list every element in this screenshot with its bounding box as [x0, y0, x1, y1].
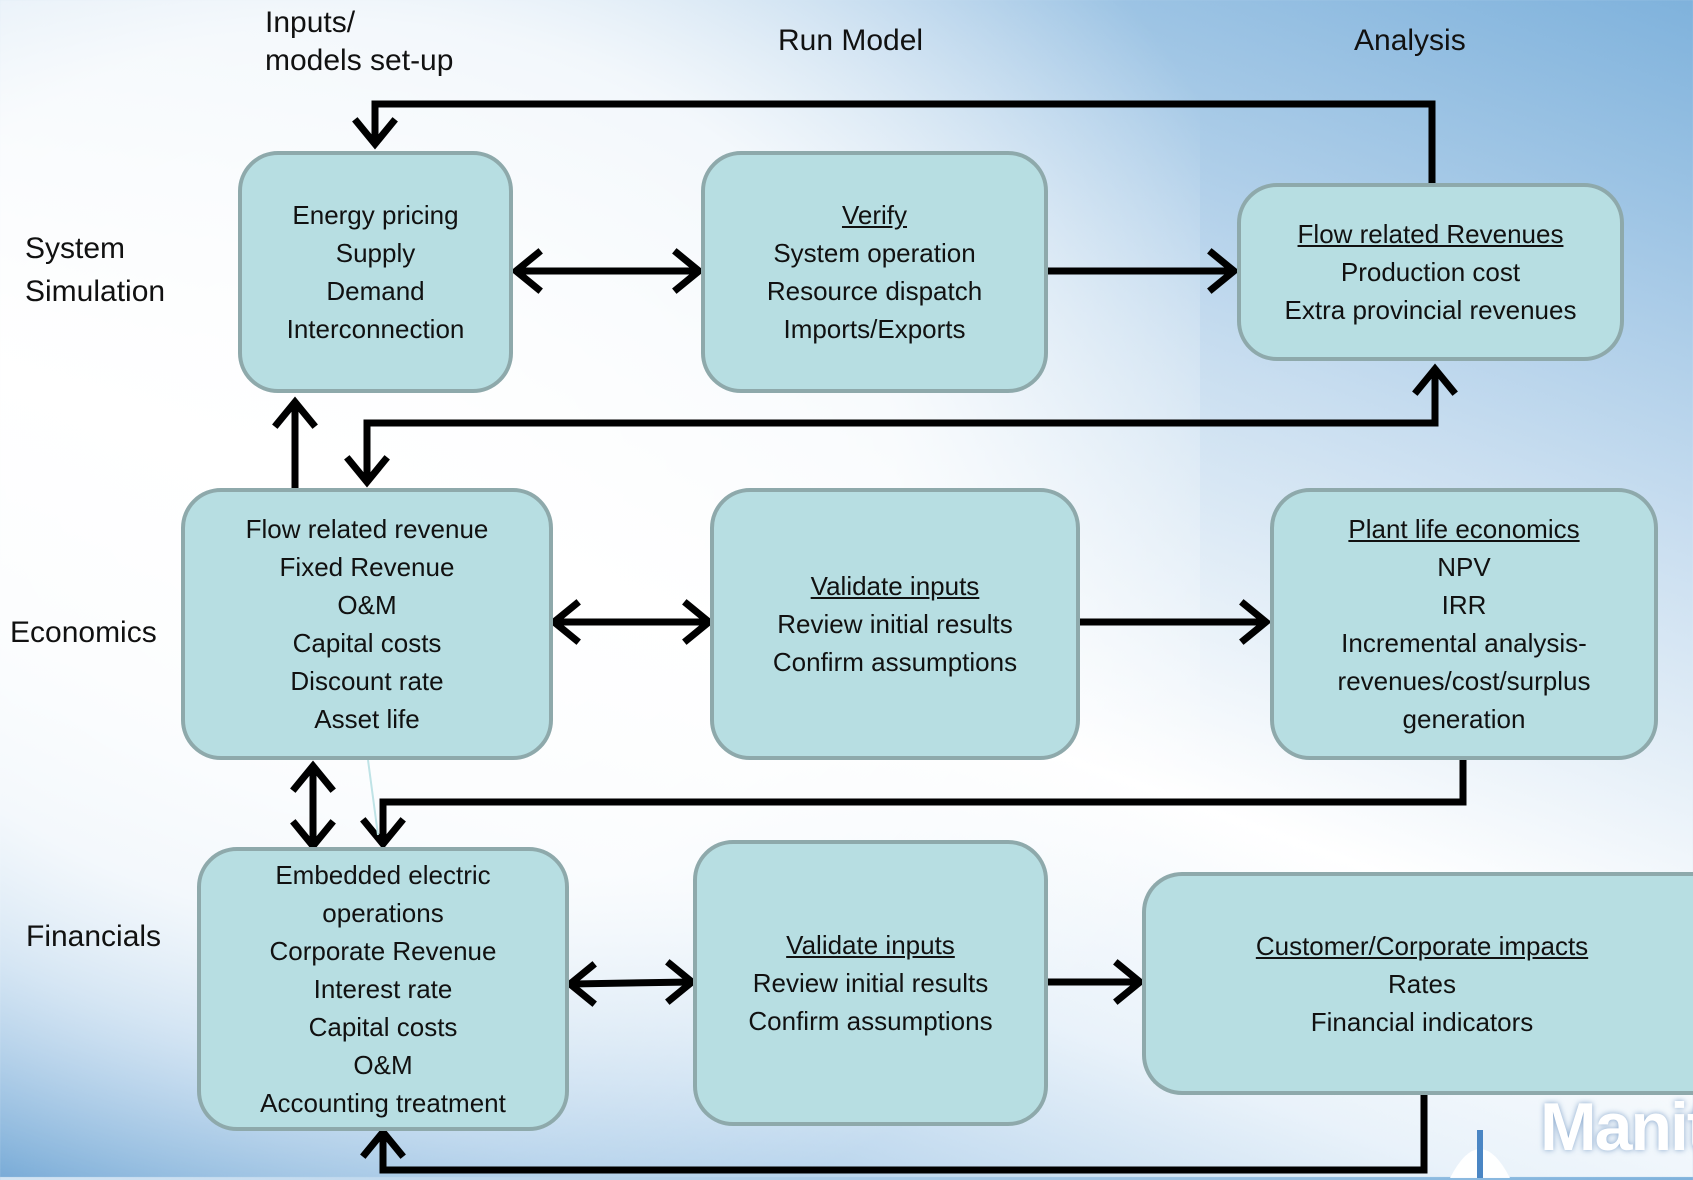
box-line: System operation	[773, 238, 976, 268]
box-line: Confirm assumptions	[748, 1006, 993, 1036]
box-line: O&M	[353, 1050, 413, 1080]
box-title: Validate inputs	[810, 571, 980, 601]
column-header-inputs: Inputs/ models set-up	[265, 4, 453, 80]
box-line: Extra provincial revenues	[1284, 295, 1577, 325]
box-eco-plant-life: Plant life economics NPV IRR Incremental…	[1270, 488, 1658, 760]
box-line: Demand	[326, 276, 425, 306]
box-line: Confirm assumptions	[772, 647, 1018, 677]
box-line: Rates	[1388, 968, 1456, 999]
box-sys-flow-revenues: Flow related Revenues Production cost Ex…	[1237, 183, 1624, 361]
box-line: Production cost	[1340, 257, 1521, 287]
box-eco-inputs: Flow related revenue Fixed Revenue O&M C…	[181, 488, 553, 760]
box-line: Resource dispatch	[766, 276, 983, 306]
box-fin-customer-impacts: Customer/Corporate impacts Rates Financi…	[1142, 872, 1693, 1095]
box-line: Review initial results	[752, 968, 989, 998]
row-header-system-line2: Simulation	[25, 275, 166, 308]
box-line: Capital costs	[292, 628, 442, 658]
box-line: Accounting treatment	[260, 1088, 506, 1118]
column-header-analysis: Analysis	[1354, 24, 1466, 57]
box-title: Customer/Corporate impacts	[1255, 930, 1589, 961]
box-line: Supply	[335, 238, 416, 268]
box-line: Interest rate	[313, 974, 453, 1004]
box-line: Capital costs	[308, 1012, 458, 1042]
row-header-system-simulation: System Simulation	[25, 230, 165, 311]
box-line: Fixed Revenue	[279, 552, 455, 582]
box-line: Energy pricing	[292, 200, 459, 230]
box-line: operations	[322, 898, 444, 928]
box-line: Interconnection	[286, 314, 465, 344]
box-line: Financial indicators	[1310, 1006, 1534, 1037]
row-header-economics: Economics	[10, 616, 157, 649]
box-line: Asset life	[314, 704, 420, 734]
box-line: Discount rate	[290, 666, 444, 696]
box-fin-validate: Validate inputs Review initial results C…	[693, 840, 1048, 1126]
box-title: Flow related Revenues	[1297, 219, 1564, 249]
feedback-line-bottom	[379, 1090, 1428, 1174]
box-line: O&M	[337, 590, 397, 620]
box-line: IRR	[1441, 590, 1487, 620]
column-header-inputs-line1: Inputs/	[265, 6, 356, 39]
box-line: revenues/cost/surplus	[1337, 666, 1591, 696]
box-line: Flow related revenue	[245, 514, 489, 544]
box-line: generation	[1402, 704, 1526, 734]
box-sys-inputs: Energy pricing Supply Demand Interconnec…	[238, 151, 513, 393]
arrowhead-top-into-inputs	[352, 117, 398, 150]
column-header-inputs-line2: models set-up	[265, 44, 454, 77]
double-arrow-fin-inputs-validate	[570, 978, 692, 988]
box-sys-verify: Verify System operation Resource dispatc…	[701, 151, 1048, 393]
connector-plant-life-to-financials	[379, 758, 1467, 844]
logo-text: Manit	[1540, 1089, 1693, 1165]
faint-divider-line	[367, 759, 379, 836]
manitoba-hydro-logo-icon	[1450, 1130, 1510, 1178]
box-line: Corporate Revenue	[269, 936, 497, 966]
box-eco-validate: Validate inputs Review initial results C…	[710, 488, 1080, 760]
column-header-run-model: Run Model	[778, 24, 924, 57]
row-header-financials: Financials	[26, 920, 162, 953]
box-title: Validate inputs	[786, 930, 955, 960]
box-line: NPV	[1437, 552, 1491, 582]
box-line: Embedded electric	[275, 860, 491, 890]
box-title: Plant life economics	[1348, 514, 1580, 544]
box-line: Incremental analysis-	[1341, 628, 1587, 658]
box-line: Review initial results	[777, 609, 1013, 639]
row-header-system-line1: System	[25, 232, 126, 265]
connector-flow-revenues-economics	[363, 367, 1439, 482]
box-title: Verify	[841, 200, 908, 230]
box-fin-inputs: Embedded electric operations Corporate R…	[197, 847, 569, 1131]
box-line: Imports/Exports	[783, 314, 966, 344]
feedback-line-top	[371, 100, 1436, 187]
